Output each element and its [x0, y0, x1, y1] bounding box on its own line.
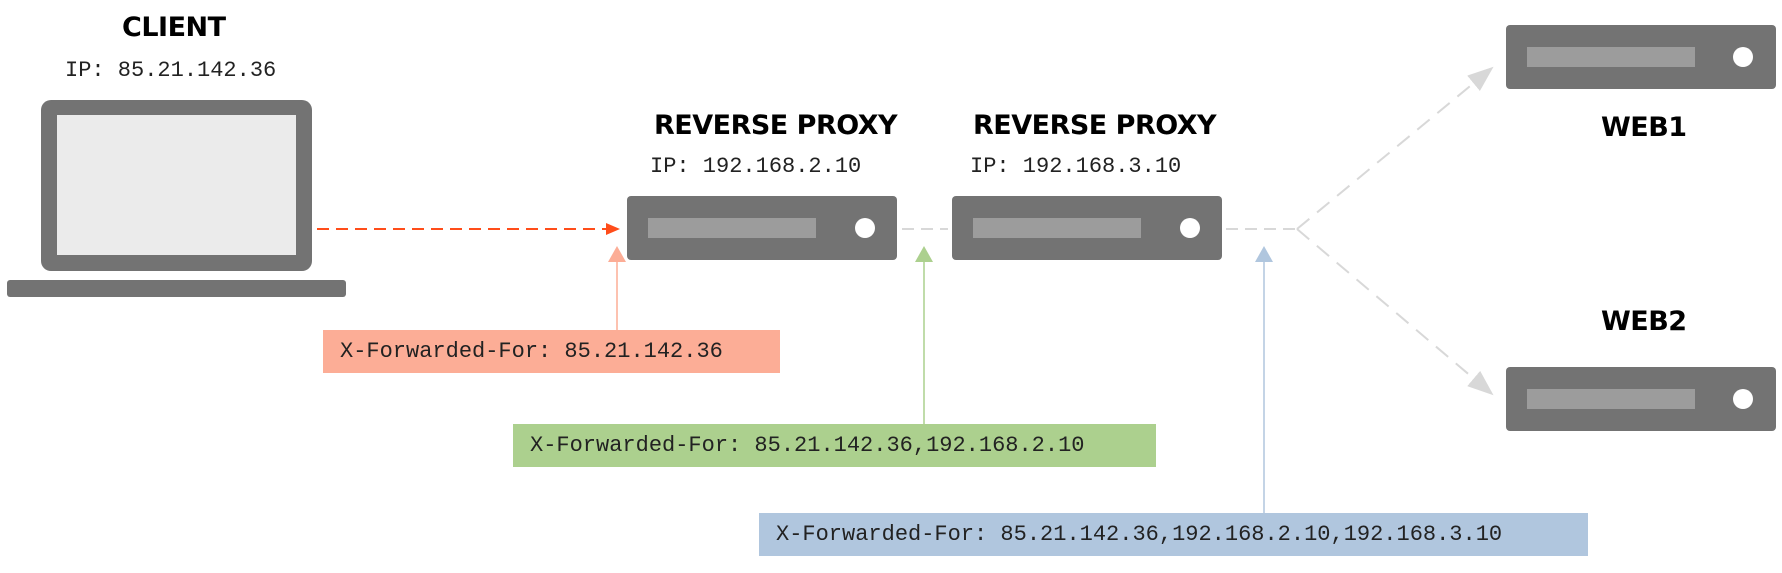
proxy2-ip: IP: 192.168.3.10 [970, 154, 1182, 179]
web1-server-icon [1506, 25, 1776, 89]
client-title: CLIENT [122, 12, 226, 43]
web1-title: WEB1 [1601, 112, 1687, 143]
xff-header-box-2: X-Forwarded-For: 85.21.142.36,192.168.2.… [513, 424, 1156, 467]
header1-pointer-arrow [608, 246, 626, 330]
proxy1-title: REVERSE PROXY [654, 110, 898, 141]
web2-server-icon [1506, 367, 1776, 431]
xff-header-box-3: X-Forwarded-For: 85.21.142.36,192.168.2.… [759, 513, 1588, 556]
split-to-web1-arrow [1296, 66, 1494, 230]
header2-pointer-arrow [915, 246, 933, 424]
proxy1-server-icon [627, 196, 897, 260]
laptop-icon [7, 100, 346, 297]
split-to-web2-arrow [1296, 228, 1494, 396]
web2-title: WEB2 [1601, 306, 1687, 337]
proxy1-ip: IP: 192.168.2.10 [650, 154, 862, 179]
client-ip: IP: 85.21.142.36 [65, 58, 277, 83]
proxy2-title: REVERSE PROXY [973, 110, 1217, 141]
proxy2-server-icon [952, 196, 1222, 260]
xff-header-box-1: X-Forwarded-For: 85.21.142.36 [323, 330, 780, 373]
header3-pointer-arrow [1255, 246, 1273, 513]
